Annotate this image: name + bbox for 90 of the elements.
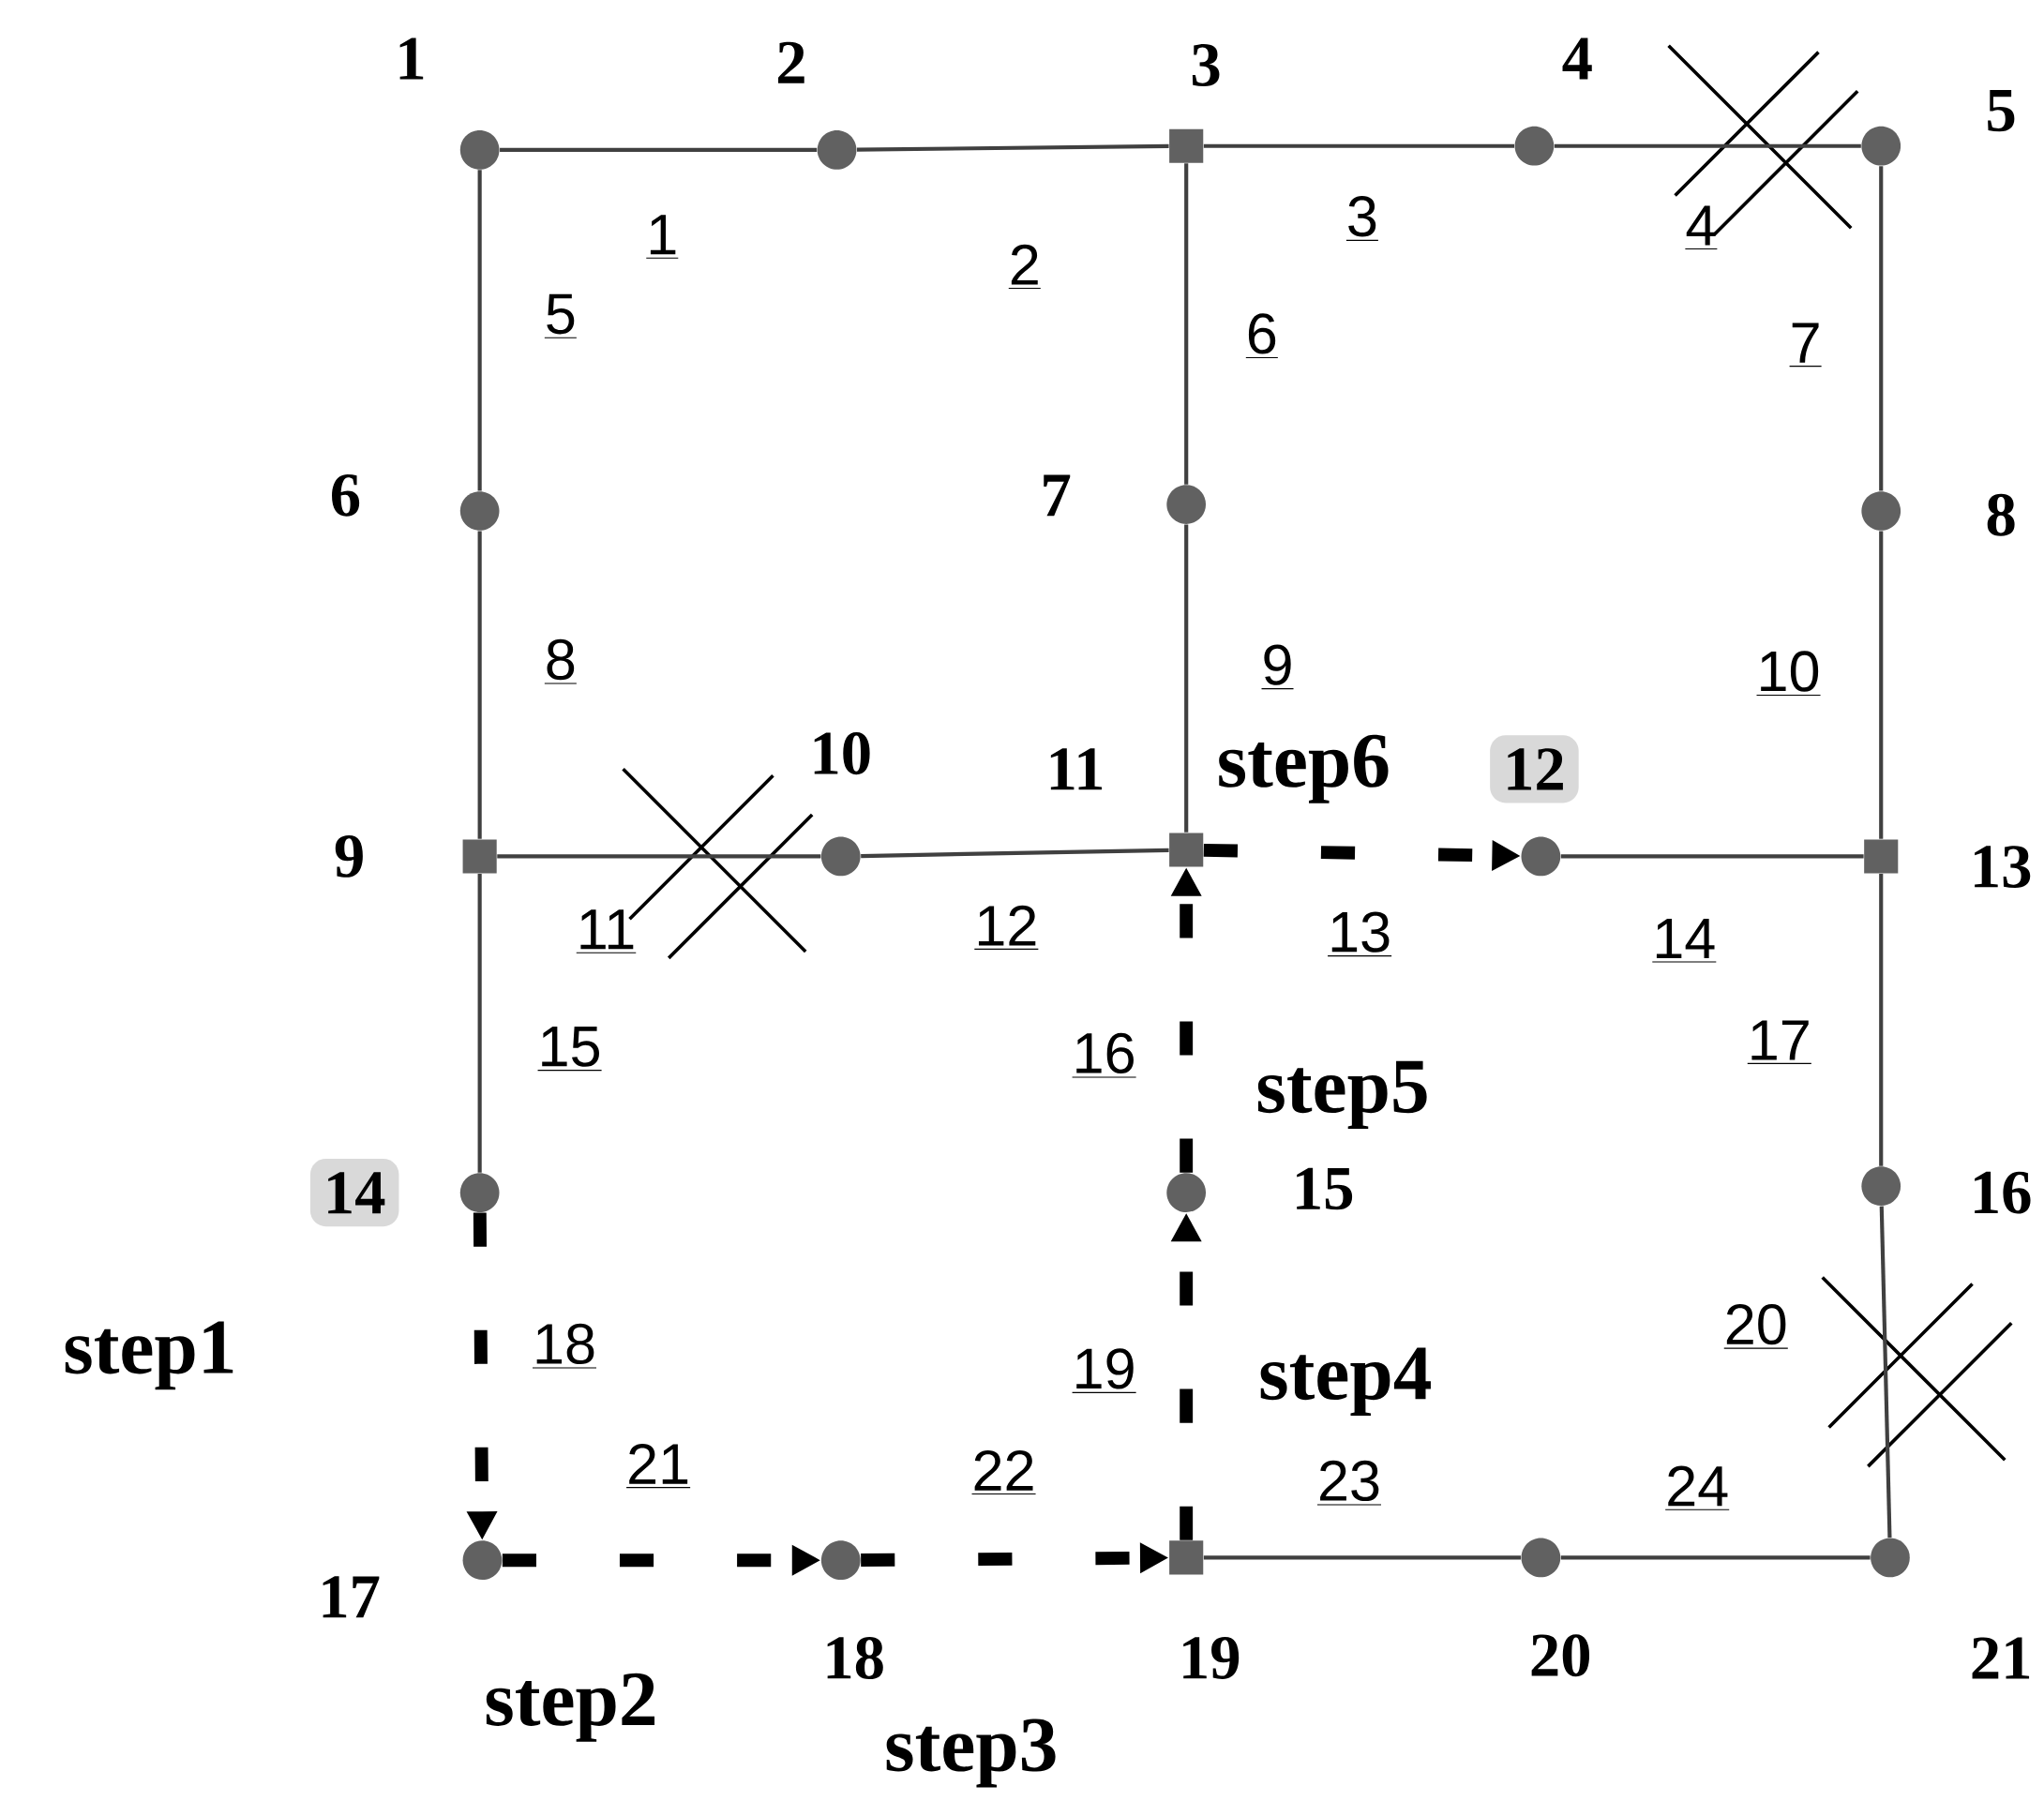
edge-line [497, 854, 821, 859]
node-number: 21 [1972, 1637, 2030, 1679]
edge-label: 17 [1747, 1020, 1812, 1064]
edge-label: 5 [544, 293, 578, 338]
edge-label: 23 [1316, 1460, 1382, 1506]
edge-line [1554, 143, 1861, 148]
step-label: step6 [1219, 734, 1389, 803]
highlighted-node-number: 12 [1490, 734, 1579, 803]
edge-line [861, 848, 1169, 858]
node-number: 5 [1988, 89, 2015, 132]
node-number: 15 [1297, 1167, 1353, 1210]
edge-label: 24 [1664, 1465, 1730, 1510]
node-dot [1521, 836, 1561, 877]
highlighted-node-number: 14 [309, 1158, 399, 1227]
edge-label: 3 [1345, 195, 1379, 241]
junction-square [1864, 839, 1899, 874]
node-number: 4 [1562, 38, 1592, 80]
node-dot [1166, 1173, 1207, 1212]
step-label: step2 [486, 1673, 655, 1742]
edge-label: 20 [1723, 1303, 1789, 1349]
edge-label: 12 [973, 905, 1039, 950]
edge-line [1184, 524, 1189, 833]
node-number: 20 [1531, 1634, 1590, 1677]
node-number: 16 [1975, 1171, 2031, 1214]
node-number: 10 [814, 731, 870, 774]
edge-line [477, 170, 482, 491]
junction-square [462, 839, 497, 874]
node-number: 18 [827, 1636, 883, 1679]
edge-line [1560, 854, 1864, 859]
edge-label: 2 [1008, 244, 1042, 289]
edge-line [1203, 1555, 1521, 1560]
edge-line [1879, 873, 1884, 1166]
edge-label: 15 [537, 1026, 603, 1072]
edge-line [1879, 1206, 1892, 1538]
node-dot [459, 490, 500, 531]
node-dot [462, 1540, 503, 1580]
edge-label: 10 [1755, 651, 1822, 696]
junction-square [1169, 128, 1204, 163]
edge-line [1184, 163, 1189, 485]
node-dot [1166, 485, 1207, 524]
node-dot [817, 129, 857, 170]
step-label: step3 [886, 1718, 1056, 1788]
node-number: 3 [1192, 43, 1220, 86]
node-dot [1871, 1538, 1910, 1578]
edge-label: 18 [532, 1323, 597, 1369]
junction-square [1169, 833, 1204, 867]
edge-label: 13 [1327, 911, 1392, 956]
node-dot [820, 1540, 861, 1580]
node-number: 9 [335, 834, 363, 878]
edge-label: 19 [1072, 1347, 1137, 1393]
node-dot [1514, 126, 1555, 166]
node-number: 2 [778, 41, 804, 83]
node-dot [459, 129, 500, 170]
edge-label: 16 [1072, 1032, 1137, 1078]
edge-line [1879, 165, 1884, 491]
step-label: step1 [65, 1321, 233, 1390]
edge-label: 21 [625, 1443, 691, 1488]
node-number: 11 [1050, 748, 1103, 790]
edge-label: 4 [1684, 205, 1718, 249]
node-number: 17 [323, 1575, 380, 1617]
node-number: 19 [1183, 1636, 1240, 1679]
edge-label: 11 [576, 909, 637, 953]
node-number: 13 [1975, 845, 2031, 888]
edge-line [477, 531, 482, 839]
node-number: 8 [1987, 493, 2015, 536]
edge-line [500, 147, 818, 152]
step-label: step5 [1257, 1060, 1427, 1129]
edge-line [1879, 531, 1884, 839]
node-dot [459, 1173, 500, 1212]
edge-label: 9 [1260, 644, 1295, 689]
edge-label: 14 [1651, 918, 1717, 963]
edge-line [1203, 143, 1514, 148]
node-dot [820, 836, 861, 877]
node-dot [1861, 126, 1901, 166]
node-number: 7 [1044, 474, 1071, 516]
edge-line [856, 143, 1169, 152]
edge-line [477, 873, 482, 1173]
edge-label: 22 [970, 1449, 1037, 1494]
edge-label: 1 [645, 215, 679, 259]
node-dot [1861, 490, 1901, 531]
edge-label: 6 [1245, 313, 1279, 358]
node-number: 1 [399, 38, 424, 80]
node-number: 6 [332, 473, 360, 517]
step-label: step4 [1260, 1347, 1431, 1416]
node-dot [1861, 1166, 1901, 1206]
edge-label: 7 [1789, 323, 1823, 367]
edge-line [1560, 1555, 1871, 1560]
edge-label: 8 [544, 638, 578, 684]
node-dot [1521, 1538, 1561, 1578]
junction-square [1169, 1540, 1204, 1575]
